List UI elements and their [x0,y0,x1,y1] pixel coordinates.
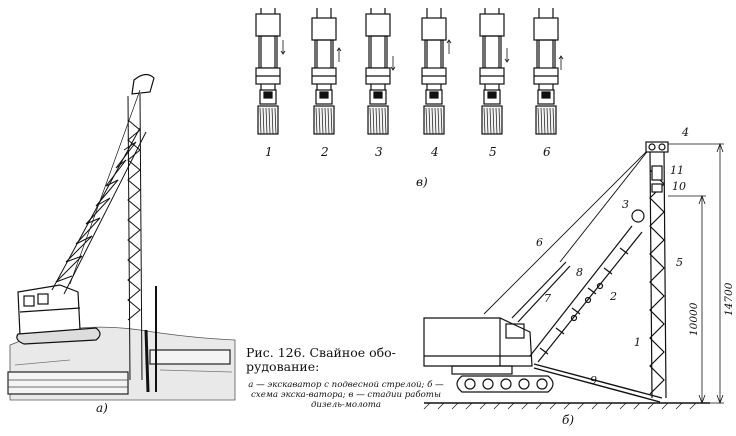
excavator-sketch [7,73,236,401]
figure-caption: Рис. 126. Свайное обо-рудование: а — экс… [246,345,446,411]
caption-title: Рис. 126. Свайное обо-рудование: [246,345,396,374]
stage-number-4: 4 [430,145,439,159]
panel-label-a: а) [96,401,108,415]
dimension-total: 14700 [723,282,735,316]
part-label-2: 2 [609,290,617,303]
hammer-stages [255,8,564,135]
part-label-5: 5 [676,256,683,269]
panel-label-v: в) [416,175,428,189]
hammer-stage-3 [365,8,396,135]
part-label-9: 9 [590,374,597,387]
stage-number-2: 2 [320,145,329,159]
hammer-stage-5 [479,8,510,135]
part-label-6: 6 [536,236,543,249]
part-label-4: 4 [681,126,689,139]
hammer-stage-4 [421,8,452,135]
part-label-11: 11 [670,164,684,177]
hammer-stage-2 [311,8,342,135]
dimension-lower: 10000 [688,302,700,336]
stage-number-5: 5 [489,145,497,159]
stage-number-3: 3 [375,145,383,159]
stage-number-6: 6 [543,145,551,159]
caption-description: а — экскаватор с подвесной стрелой; б — … [248,380,444,410]
part-label-8: 8 [576,266,583,279]
excavator-scheme [423,141,724,410]
hammer-stage-1 [255,8,286,135]
part-label-3: 3 [622,198,629,211]
part-label-7: 7 [544,292,551,305]
stage-number-1: 1 [265,145,273,159]
panel-label-b: б) [562,413,574,427]
part-label-1: 1 [634,336,641,349]
part-label-10: 10 [672,180,686,193]
hammer-stage-6 [533,8,564,135]
